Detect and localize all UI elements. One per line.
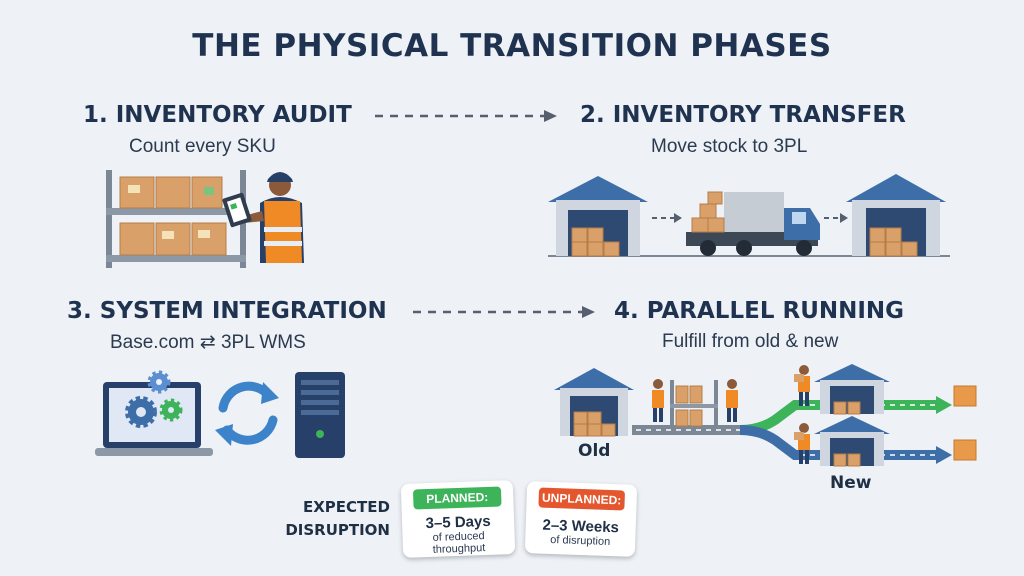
parallel-illustration	[554, 364, 977, 467]
laptop-icon	[95, 382, 213, 456]
phase-1-subtitle: Count every SKU	[129, 136, 276, 157]
warehouse-icon	[814, 416, 890, 467]
warehouse-icon	[548, 176, 648, 257]
phase-3-subtitle: Base.com ⇄ 3PL WMS	[110, 332, 306, 353]
new-label: New	[830, 473, 872, 493]
disruption-label: EXPECTED DISRUPTION	[270, 496, 390, 542]
arrow-head-icon	[582, 306, 595, 318]
arrow-head-icon	[544, 110, 557, 122]
phase-2-title: 2. INVENTORY TRANSFER	[580, 102, 906, 128]
phase-4-subtitle: Fulfill from old & new	[662, 331, 839, 352]
phase-2-subtitle: Move stock to 3PL	[651, 136, 808, 157]
planned-desc-2: throughput	[432, 542, 486, 556]
box-icon	[119, 176, 227, 256]
integration-illustration	[95, 370, 345, 458]
box-icon	[953, 385, 977, 461]
truck-icon	[686, 191, 820, 256]
unplanned-desc: of disruption	[550, 533, 611, 549]
arrow-head-icon	[840, 213, 848, 223]
phase-1-title: 1. INVENTORY AUDIT	[83, 102, 352, 128]
phase-4-title: 4. PARALLEL RUNNING	[614, 298, 905, 324]
arrow-head-icon	[674, 213, 682, 223]
transfer-illustration	[548, 174, 950, 257]
audit-illustration	[106, 170, 304, 268]
disruption-label-line-1: EXPECTED	[303, 498, 390, 516]
gear-icon	[125, 370, 183, 428]
planned-card: PLANNED: 3–5 Days of reduced throughput	[400, 480, 516, 558]
phase-3-title: 3. SYSTEM INTEGRATION	[67, 298, 387, 324]
warehouse-icon	[846, 174, 946, 257]
planned-tag: PLANNED:	[413, 486, 502, 510]
worker-icon	[652, 379, 664, 422]
disruption-label-line-2: DISRUPTION	[285, 521, 390, 539]
server-icon	[295, 372, 345, 458]
worker-icon	[794, 365, 810, 406]
worker-icon	[794, 423, 810, 464]
page-title: THE PHYSICAL TRANSITION PHASES	[192, 28, 832, 64]
worker-icon	[222, 172, 304, 263]
unplanned-tag: UNPLANNED:	[538, 487, 625, 511]
unplanned-card: UNPLANNED: 2–3 Weeks of disruption	[524, 481, 638, 557]
shelf-icon	[670, 380, 718, 428]
warehouse-icon	[554, 368, 634, 437]
worker-icon	[726, 379, 738, 422]
old-label: Old	[578, 441, 611, 461]
warehouse-icon	[814, 364, 890, 415]
